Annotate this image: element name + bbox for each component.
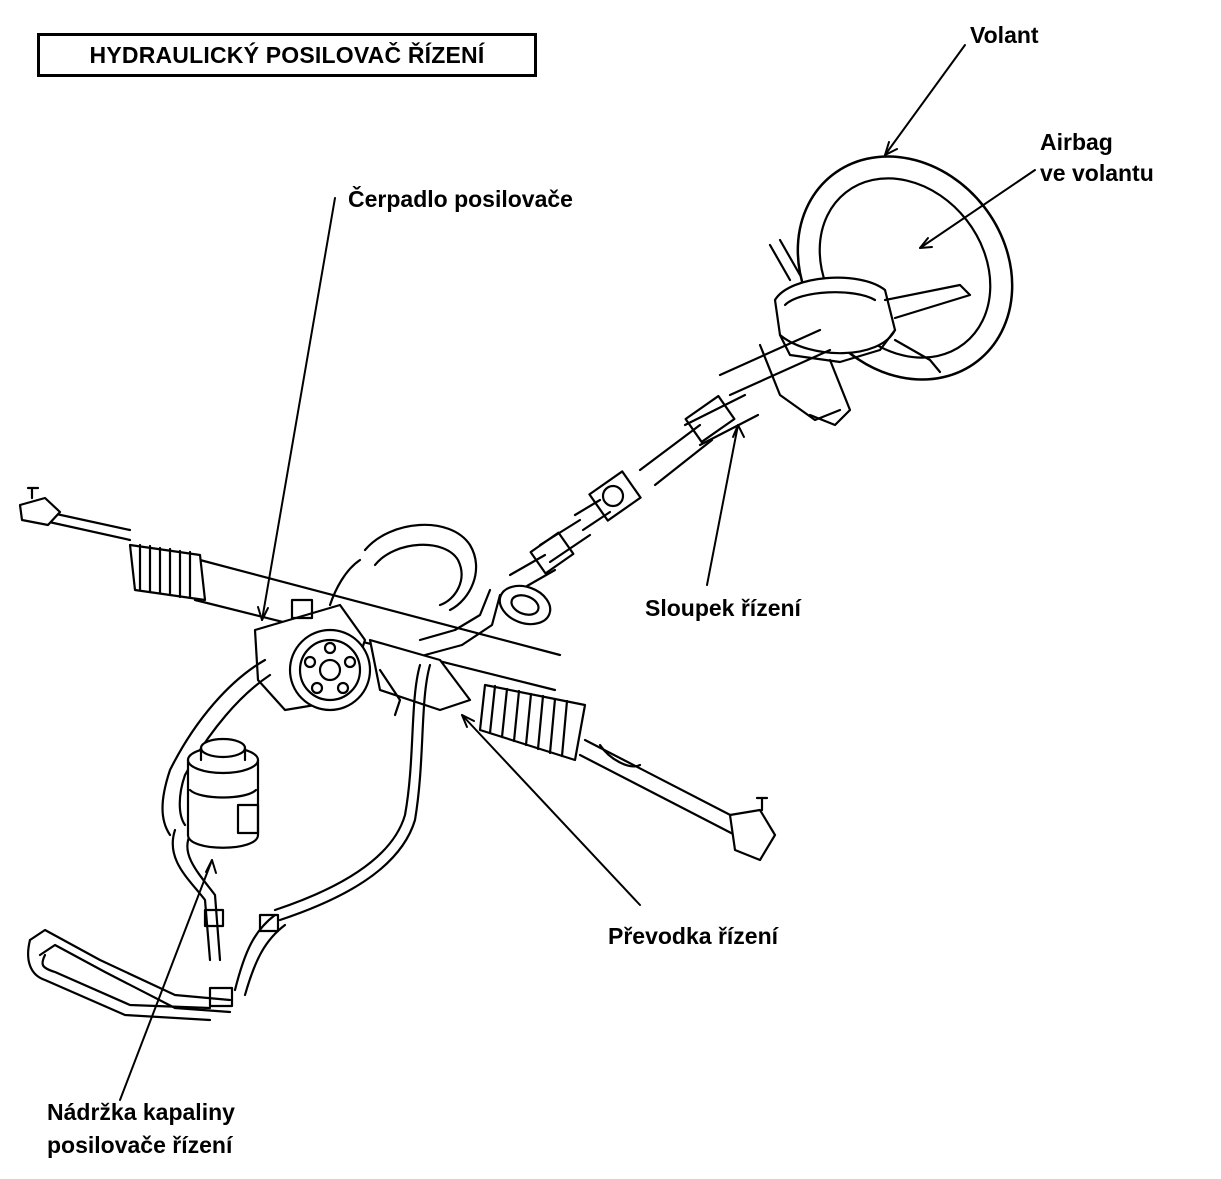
fluid-reservoir: [186, 737, 260, 849]
label-airbag-line2: ve volantu: [1040, 160, 1154, 186]
leader-reservoir: [119, 859, 213, 1101]
label-volant: Volant: [970, 22, 1039, 48]
diagram-title: HYDRAULICKÝ POSILOVAČ ŘÍZENÍ: [37, 33, 537, 77]
leader-gear: [461, 714, 641, 906]
steering-column: [498, 328, 842, 626]
label-gear: Převodka řízení: [608, 923, 779, 949]
hydraulic-hoses: [27, 523, 502, 1022]
label-reservoir-line2: posilovače řízení: [47, 1132, 233, 1158]
label-column: Sloupek řízení: [645, 595, 801, 621]
leader-lines: [119, 44, 1036, 1101]
label-airbag-line1: Airbag: [1040, 129, 1113, 155]
leader-volant: [884, 44, 966, 156]
label-reservoir-line1: Nádržka kapaliny: [47, 1099, 235, 1125]
power-steering-pump: [253, 598, 372, 712]
leader-column: [706, 424, 739, 586]
steering-rack: [18, 486, 777, 862]
leader-pump: [261, 197, 336, 621]
steering-wheel: [768, 155, 1014, 427]
leader-airbag: [919, 169, 1036, 249]
label-pump: Čerpadlo posilovače: [348, 186, 573, 212]
arrow-volant: [884, 141, 898, 156]
